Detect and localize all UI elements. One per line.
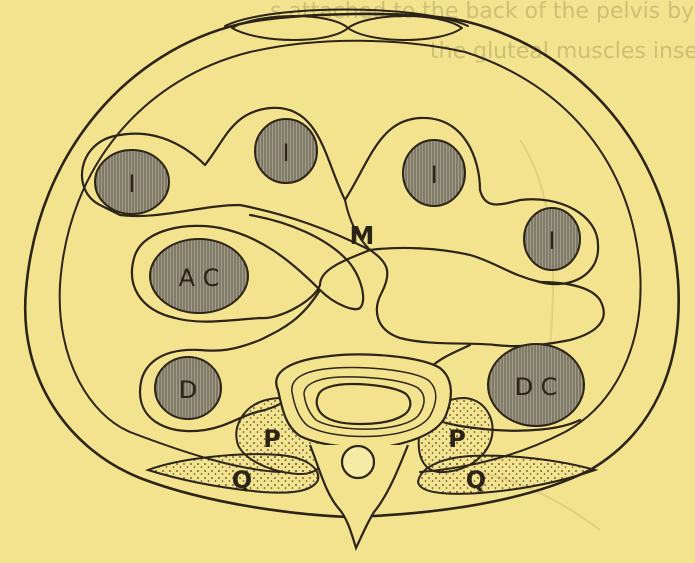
label-intestine-upper-left: I [282, 139, 289, 167]
label-psoas-right: P [448, 425, 466, 453]
label-mesentery: M [350, 221, 375, 250]
label-quadratus-left: Q [232, 466, 252, 494]
faded-text-line2: the gluteal muscles inserted twenty-five [430, 39, 695, 64]
label-psoas-left: P [263, 425, 281, 453]
label-quadratus-right: Q [466, 466, 486, 494]
spinal-canal [342, 446, 374, 478]
label-ascending-colon: A C [179, 264, 220, 292]
label-duodenum: D [179, 376, 197, 404]
vertebral-body-inner [317, 384, 411, 424]
label-descending-colon: D C [515, 373, 558, 401]
label-intestine-upper-right: I [430, 161, 437, 189]
label-intestine-right: I [548, 227, 555, 255]
label-intestine-left: I [128, 170, 135, 198]
